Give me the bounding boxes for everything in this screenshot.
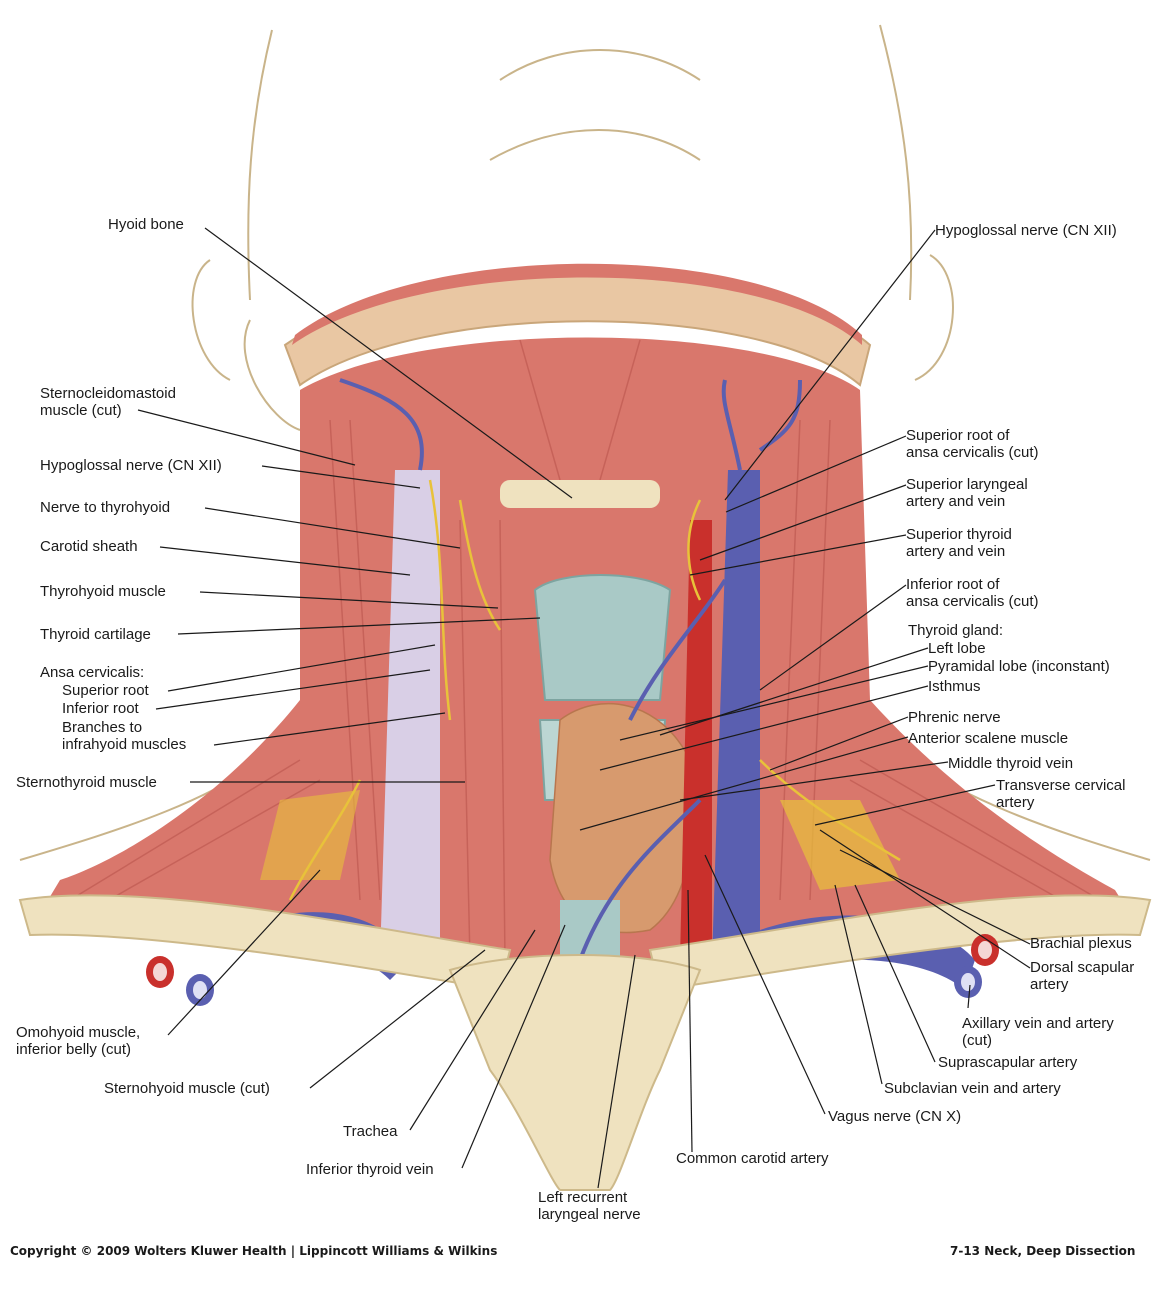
label-thyroid-pyramidal-lobe: Pyramidal lobe (inconstant) xyxy=(928,658,1110,675)
label-axillary-vein-artery: Axillary vein and artery (cut) xyxy=(962,1015,1114,1049)
label-transverse-cervical-artery: Transverse cervical artery xyxy=(996,777,1126,811)
label-sternothyroid-muscle: Sternothyroid muscle xyxy=(16,774,157,791)
label-suprascapular-artery: Suprascapular artery xyxy=(938,1054,1078,1071)
label-hyoid-bone: Hyoid bone xyxy=(108,216,184,233)
copyright-notice: Copyright © 2009 Wolters Kluwer Health |… xyxy=(10,1244,498,1258)
label-hypoglossal-nerve-left: Hypoglossal nerve (CN XII) xyxy=(40,457,222,474)
label-left-recurrent-laryngeal-nerve: Left recurrent laryngeal nerve xyxy=(538,1189,641,1223)
thyroid-cartilage-shape xyxy=(533,574,672,701)
label-phrenic-nerve: Phrenic nerve xyxy=(908,709,1001,726)
carotid-sheath xyxy=(380,470,440,960)
internal-jugular-shape xyxy=(712,470,760,960)
axillary-vessel-cut-right xyxy=(954,934,999,998)
label-nerve-to-thyrohyoid: Nerve to thyrohyoid xyxy=(40,499,171,516)
label-anterior-scalene-muscle: Anterior scalene muscle xyxy=(908,730,1069,747)
label-trachea: Trachea xyxy=(343,1123,398,1140)
label-vagus-nerve: Vagus nerve (CN X) xyxy=(828,1108,962,1125)
axillary-vessel-cut-left xyxy=(146,956,214,1006)
label-thyroid-isthmus: Isthmus xyxy=(928,678,981,695)
brachial-plexus-region-left xyxy=(260,790,360,880)
label-ansa-cervicalis: Ansa cervicalis: xyxy=(40,664,145,681)
label-superior-laryngeal-artery-vein: Superior laryngeal artery and vein xyxy=(906,476,1028,510)
label-omohyoid-muscle: Omohyoid muscle, inferior belly (cut) xyxy=(16,1024,141,1058)
hyoid-bone-shape xyxy=(500,480,660,508)
label-thyroid-gland: Thyroid gland: xyxy=(908,622,1004,639)
figure-caption: 7-13 Neck, Deep Dissection xyxy=(950,1244,1136,1258)
label-common-carotid-artery: Common carotid artery xyxy=(676,1150,829,1167)
label-ansa-inferior-root: Inferior root xyxy=(62,700,139,717)
brachial-plexus-region xyxy=(780,800,900,890)
label-thyroid-left-lobe: Left lobe xyxy=(928,640,986,657)
label-ansa-branches: Branches to infrahyoid muscles xyxy=(62,719,187,753)
label-dorsal-scapular-artery: Dorsal scapular artery xyxy=(1030,959,1135,993)
label-ansa-superior-root: Superior root xyxy=(62,682,149,699)
label-hypoglossal-nerve-right: Hypoglossal nerve (CN XII) xyxy=(935,222,1117,239)
label-inferior-root-ansa: Inferior root of ansa cervicalis (cut) xyxy=(906,576,1039,610)
label-brachial-plexus: Brachial plexus xyxy=(1030,935,1132,952)
label-subclavian-vein-artery: Subclavian vein and artery xyxy=(884,1080,1061,1097)
label-superior-root-ansa: Superior root of ansa cervicalis (cut) xyxy=(906,427,1039,461)
label-inferior-thyroid-vein: Inferior thyroid vein xyxy=(306,1161,434,1178)
leader-lines xyxy=(137,227,1031,1189)
label-sternohyoid-muscle: Sternohyoid muscle (cut) xyxy=(104,1080,270,1097)
label-sternocleidomastoid: Sternocleidomastoid muscle (cut) xyxy=(40,385,176,419)
label-superior-thyroid-artery-vein: Superior thyroid artery and vein xyxy=(906,526,1012,560)
sternum-manubrium xyxy=(448,954,702,1191)
label-middle-thyroid-vein: Middle thyroid vein xyxy=(948,755,1074,772)
label-thyroid-cartilage: Thyroid cartilage xyxy=(40,626,151,643)
label-thyrohyoid-muscle: Thyrohyoid muscle xyxy=(40,583,166,600)
label-carotid-sheath: Carotid sheath xyxy=(40,538,138,555)
